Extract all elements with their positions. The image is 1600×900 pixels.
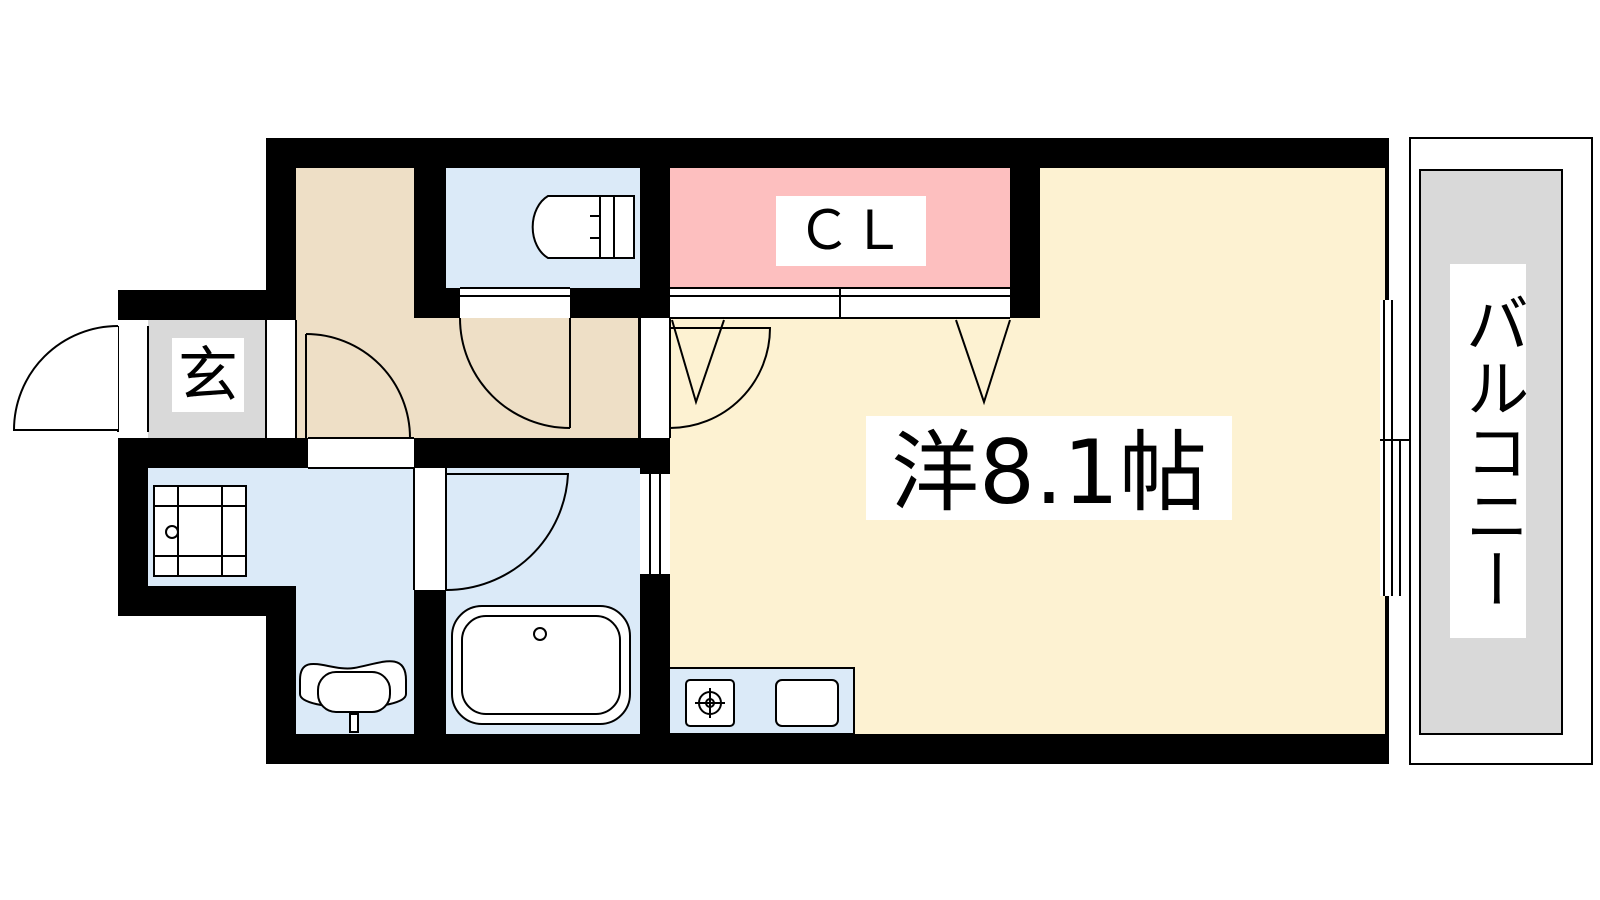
closet-label: ＣＬ	[776, 196, 926, 266]
stove-icon	[685, 679, 735, 727]
toilet-icon	[531, 195, 635, 259]
closet-label-text: ＣＬ	[797, 199, 905, 262]
entrance-label: 玄	[172, 338, 244, 412]
doors	[12, 287, 1410, 596]
western-room-label: 洋8.1帖	[866, 416, 1232, 524]
bathtub-icon	[451, 605, 631, 725]
kitchen-sink-icon	[775, 679, 839, 727]
washing-machine-pan-icon	[153, 485, 247, 577]
entrance-label-text: 玄	[178, 341, 238, 411]
balcony	[1409, 137, 1593, 765]
western-room-label-text: 洋8.1帖	[891, 421, 1207, 524]
balcony-label-text: バルコニー	[1454, 291, 1528, 611]
balcony-label: バルコニー	[1450, 264, 1528, 638]
washbasin-icon	[299, 660, 407, 733]
